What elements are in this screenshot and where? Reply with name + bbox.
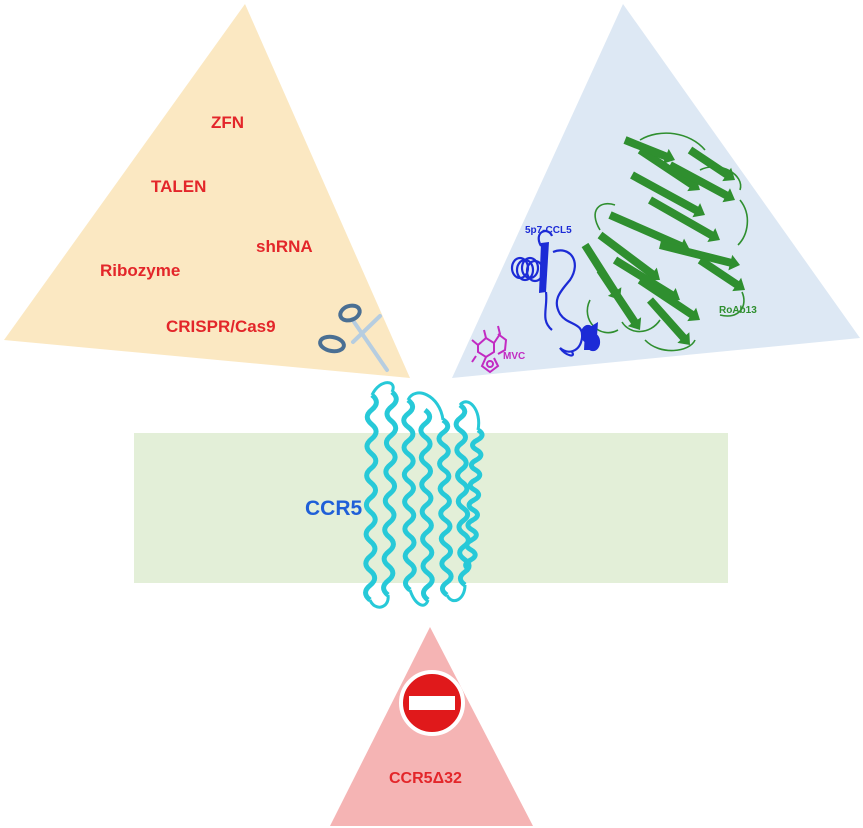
receptor-helix [363, 393, 379, 602]
receptor-loop [370, 381, 395, 396]
receptor-helix [401, 397, 417, 592]
receptor-helix [418, 407, 435, 602]
antibody-strand [697, 256, 745, 292]
receptor-helix [463, 427, 485, 573]
receptor-loop [368, 594, 390, 609]
antibody-loop [737, 199, 749, 246]
antibody-strand [647, 297, 690, 345]
antibody-strand [623, 136, 675, 164]
antibody-strand [637, 276, 700, 322]
roab13-antibody-structure [581, 132, 749, 352]
antibody-loop [699, 165, 742, 191]
cell-membrane-band [134, 433, 728, 583]
receptor-helix [453, 402, 472, 588]
antibody-loop [594, 203, 616, 231]
scissors-icon [318, 303, 389, 372]
receptor-helix [436, 417, 454, 598]
ccl5-label: 5p7-CCL5 [525, 225, 572, 236]
roab13-label: RoAb13 [719, 305, 757, 316]
receptor-loop [406, 391, 445, 421]
antibody-strand [668, 161, 735, 203]
ccr5-label: CCR5 [305, 497, 363, 520]
antibody-strand [608, 211, 690, 254]
mvc-label: MVC [503, 351, 526, 362]
antibody-strand [659, 241, 740, 271]
ccr5-delta32-label: CCR5Δ32 [389, 770, 462, 787]
zfn-label: ZFN [211, 113, 245, 132]
antibody-loop [639, 132, 706, 151]
talen-label: TALEN [151, 177, 207, 196]
antibody-strand [612, 256, 680, 302]
receptor-loop [408, 589, 430, 607]
no-entry-icon [399, 670, 465, 736]
receptor-helix [381, 390, 399, 597]
antibody-strand [581, 242, 622, 300]
antibody-loop [719, 291, 745, 317]
antibody-strand [597, 231, 660, 281]
antibody-strand [648, 196, 720, 242]
receptor-loop [445, 584, 467, 603]
antibody-strand [630, 171, 705, 218]
receptor-loop [458, 400, 481, 431]
maraviroc-structure [471, 325, 508, 374]
ribozyme-label: Ribozyme [100, 261, 181, 280]
gene-editing-triangle [4, 4, 410, 378]
antibody-strand [687, 146, 735, 182]
ccr5-receptor-structure [363, 381, 485, 609]
crispr-cas9-label: CRISPR/Cas9 [166, 317, 276, 336]
antibody-loop [621, 319, 661, 333]
shrna-label: shRNA [256, 237, 313, 256]
antibody-loop [644, 339, 696, 352]
ccl5-ligand-structure [510, 229, 601, 357]
